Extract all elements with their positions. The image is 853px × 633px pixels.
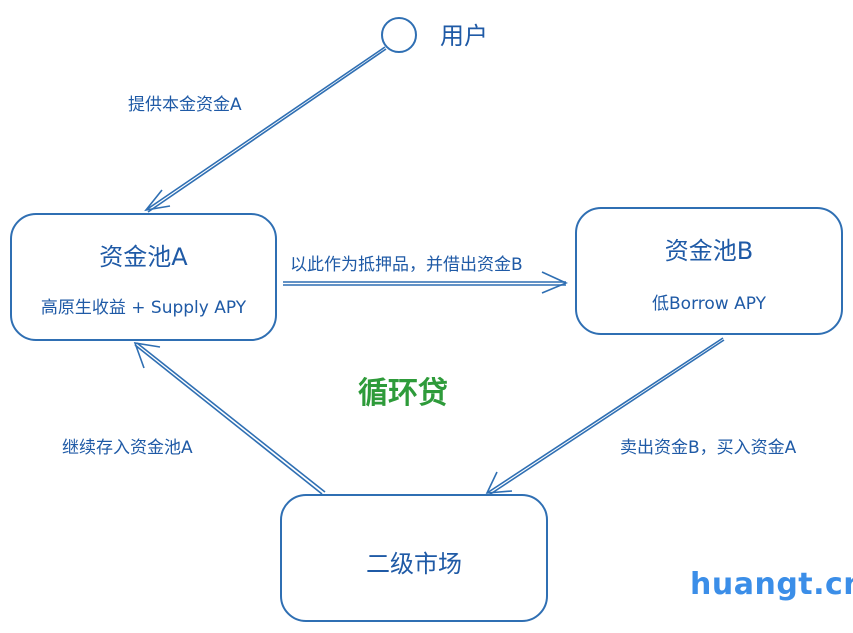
center-label: 循环贷 (358, 376, 448, 411)
market-title: 二级市场 (366, 550, 462, 578)
pool-a-node: 资金池A 高原生收益 + Supply APY (10, 213, 277, 341)
arrow-pool-b-to-market (485, 337, 725, 496)
pool-b-node: 资金池B 低Borrow APY (575, 207, 843, 335)
arrow-pool-a-to-pool-b (283, 271, 568, 294)
market-node: 二级市场 (280, 494, 548, 622)
watermark-logo: huangt.cn (690, 567, 853, 602)
pool-b-subtitle: 低Borrow APY (652, 294, 766, 314)
arrow-user-to-pool-a (144, 46, 387, 213)
edge-label-user-to-pool-a: 提供本金资金A (128, 95, 242, 115)
pool-a-title: 资金池A (99, 243, 188, 271)
edge-label-market-to-pool-a: 继续存入资金池A (62, 438, 193, 458)
user-node-label: 用户 (440, 22, 488, 50)
edge-label-pool-b-to-market: 卖出资金B，买入资金A (620, 438, 797, 458)
arrow-market-to-pool-a (133, 341, 326, 495)
pool-a-subtitle: 高原生收益 + Supply APY (40, 298, 247, 318)
edge-label-pool-a-to-pool-b: 以此作为抵押品，并借出资金B (290, 255, 523, 275)
pool-b-title: 资金池B (664, 237, 754, 265)
user-node-circle (381, 17, 417, 53)
